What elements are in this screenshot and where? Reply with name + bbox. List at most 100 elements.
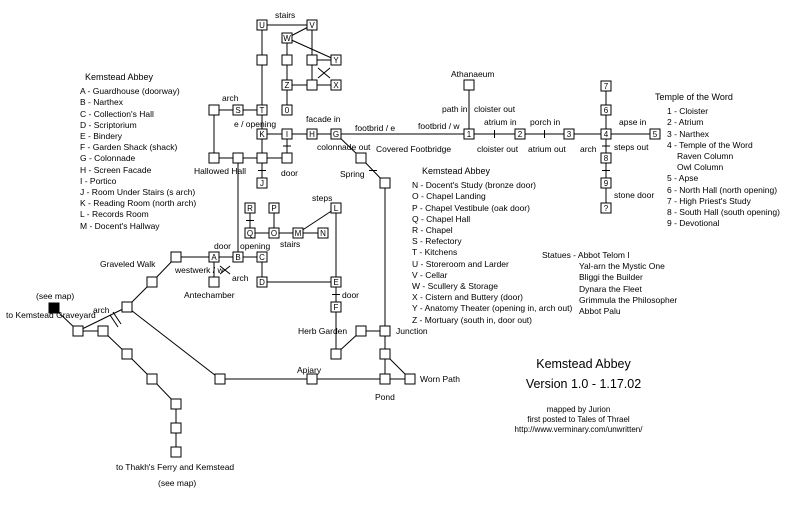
place-label-graveled-walk: Graveled Walk: [100, 259, 156, 269]
room-r[interactable]: R: [244, 202, 256, 214]
room-box: [268, 227, 280, 239]
waypoint-gw1[interactable]: [146, 276, 158, 288]
room-b[interactable]: B: [232, 251, 244, 263]
waypoint-c1[interactable]: [256, 152, 268, 164]
room-n[interactable]: N: [317, 227, 329, 239]
place-label-hallowed-hall: Hallowed Hall: [194, 166, 246, 176]
room-1[interactable]: 1: [463, 128, 475, 140]
waypoint-ac[interactable]: [208, 276, 220, 288]
place-label-footbridge-w: footbrid / w: [418, 121, 460, 131]
waypoint-hh[interactable]: [208, 152, 220, 164]
waypoint-wp[interactable]: [404, 373, 416, 385]
room-box: [281, 79, 293, 91]
arch-cross-mark: [219, 265, 231, 275]
legend-item: Yal-arn the Mystic One: [579, 261, 665, 272]
room-x[interactable]: X: [330, 79, 342, 91]
waypoint-w1[interactable]: [306, 54, 318, 66]
room-z[interactable]: Z: [281, 79, 293, 91]
waypoint-ap2[interactable]: [306, 373, 318, 385]
room-5[interactable]: 5: [649, 128, 661, 140]
room-p[interactable]: P: [268, 202, 280, 214]
waypoint-gr6[interactable]: [170, 446, 182, 458]
room-t[interactable]: T: [256, 104, 268, 116]
room-box: [514, 128, 526, 140]
waypoint-st[interactable]: [208, 104, 220, 116]
legend-item: X - Cistern and Buttery (door): [412, 292, 524, 303]
room-a[interactable]: A: [208, 251, 220, 263]
waypoint-j2[interactable]: [379, 348, 391, 360]
room-s[interactable]: S: [232, 104, 244, 116]
room-code: M: [295, 229, 302, 238]
place-label-door-a: door: [214, 241, 231, 251]
waypoint-gy[interactable]: [48, 302, 60, 314]
waypoint-hh2[interactable]: [232, 152, 244, 164]
waypoint-j3[interactable]: [379, 373, 391, 385]
waypoint-gr3[interactable]: [146, 373, 158, 385]
room-box: [463, 128, 475, 140]
room-g[interactable]: G: [330, 128, 342, 140]
legend-item: G - Colonnade: [80, 153, 136, 164]
connection-W-Y: [286, 37, 337, 61]
waypoint-ath[interactable]: [463, 79, 475, 91]
waypoint-vd[interactable]: [306, 79, 318, 91]
room-code: ?: [604, 204, 609, 213]
waypoint-k0[interactable]: [281, 152, 293, 164]
room-7[interactable]: 7: [600, 80, 612, 92]
waypoint-ap[interactable]: [214, 373, 226, 385]
waypoint-gr5[interactable]: [170, 422, 182, 434]
waypoint-gp[interactable]: [72, 325, 84, 337]
room-v[interactable]: V: [306, 19, 318, 31]
room-j[interactable]: J: [256, 177, 268, 189]
legend-item: P - Chapel Vestibule (oak door): [412, 202, 530, 213]
room-d[interactable]: D: [256, 276, 268, 288]
legend-item: 7 - High Priest's Study: [667, 195, 751, 206]
room-o[interactable]: O: [268, 227, 280, 239]
legend-statues: Statues - Abbot Telom I Yal-arn the Myst…: [542, 250, 677, 317]
room-w[interactable]: W: [281, 32, 293, 44]
room-box: [330, 301, 342, 313]
room-m[interactable]: M: [292, 227, 304, 239]
waypoint-sp[interactable]: [355, 152, 367, 164]
room-l[interactable]: L: [330, 202, 342, 214]
legend-item: Q - Chapel Hall: [412, 213, 471, 224]
room-code: 8: [604, 154, 609, 163]
waypoint-gr2[interactable]: [121, 348, 133, 360]
room-e[interactable]: E: [330, 276, 342, 288]
waypoint-hg[interactable]: [330, 348, 342, 360]
room-9[interactable]: 9: [600, 177, 612, 189]
room-c[interactable]: C: [256, 251, 268, 263]
waypoint-sp2[interactable]: [379, 177, 391, 189]
room-2[interactable]: 2: [514, 128, 526, 140]
legend-item: K - Reading Room (north arch): [80, 198, 197, 209]
place-label-worn-path: Worn Path: [420, 374, 460, 384]
room-y[interactable]: Y: [330, 54, 342, 66]
waypoint-g0[interactable]: [121, 301, 133, 313]
waypoint-u0[interactable]: [256, 54, 268, 66]
room-u[interactable]: U: [256, 19, 268, 31]
waypoint-gr1[interactable]: [97, 325, 109, 337]
waypoint-gr4[interactable]: [170, 398, 182, 410]
room-code: R: [247, 204, 253, 213]
credit-url[interactable]: http://www.verminary.com/unwritten/: [514, 425, 643, 434]
waypoint-w0[interactable]: [281, 54, 293, 66]
room-i[interactable]: I: [281, 128, 293, 140]
arch-gate-mark: [112, 311, 122, 325]
waypoint-j[interactable]: [379, 325, 391, 337]
room-8[interactable]: 8: [600, 152, 612, 164]
room-f[interactable]: F: [330, 301, 342, 313]
room-k[interactable]: K: [256, 128, 268, 140]
room-box: [281, 32, 293, 44]
map-title: Kemstead Abbey: [536, 357, 631, 371]
room-box: [268, 202, 280, 214]
legend-item: Raven Column: [677, 151, 734, 162]
room-unknown[interactable]: ?: [600, 202, 612, 214]
room-q[interactable]: Q: [244, 227, 256, 239]
room-4[interactable]: 4: [600, 128, 612, 140]
room-box: [232, 251, 244, 263]
waypoint-gw[interactable]: [170, 251, 182, 263]
room-6[interactable]: 6: [600, 104, 612, 116]
room-0[interactable]: 0: [281, 104, 293, 116]
room-3[interactable]: 3: [563, 128, 575, 140]
waypoint-hg2[interactable]: [355, 325, 367, 337]
room-h[interactable]: H: [306, 128, 318, 140]
